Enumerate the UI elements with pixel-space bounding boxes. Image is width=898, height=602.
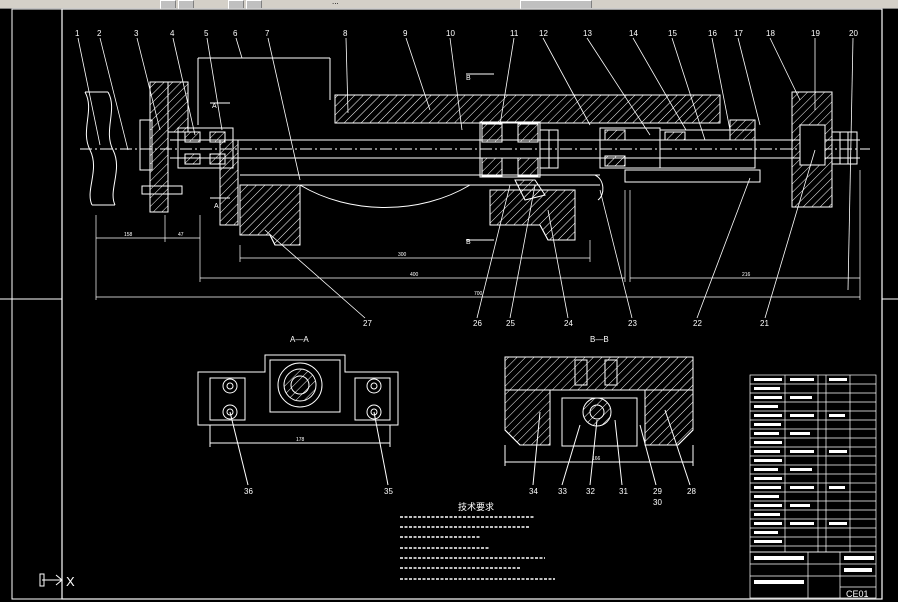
section-aa-view: A—A 178 36 35 [197, 335, 399, 496]
dimension-values: 158 47 300 400 700 216 [124, 232, 751, 297]
part-number: 32 [586, 487, 595, 496]
part-number: 16 [708, 29, 717, 38]
part-number: 27 [363, 319, 372, 328]
tech-requirements-title: 技术要求 [458, 501, 494, 512]
part-number: 8 [343, 29, 348, 38]
part-number: 22 [693, 319, 702, 328]
section-bb-label: B—B [590, 335, 609, 344]
part-number: 19 [811, 29, 820, 38]
part-number: 20 [849, 29, 858, 38]
part-number: 18 [766, 29, 775, 38]
part-number: 13 [583, 29, 592, 38]
part-number: 28 [687, 487, 696, 496]
dimension-text: 47 [178, 232, 184, 238]
part-number-row-bottom: 27 26 25 24 23 22 21 [363, 319, 769, 328]
section-markers: B B A A [212, 75, 471, 246]
parts-list-text-marks [754, 378, 874, 584]
dimension-text: 178 [296, 437, 305, 443]
part-number: 25 [506, 319, 515, 328]
leader-lines-bottom [264, 149, 816, 319]
part-number: 7 [265, 29, 270, 38]
part-number: 17 [734, 29, 743, 38]
dimension-text: 400 [410, 272, 419, 278]
part-number: 29 [653, 487, 662, 496]
part-number: 6 [233, 29, 238, 38]
dimension-text: 166 [592, 456, 601, 462]
part-number: 4 [170, 29, 175, 38]
parts-list-rows [750, 383, 876, 547]
technical-requirements: 技术要求 [400, 501, 555, 580]
section-marker-b: B [466, 75, 471, 82]
ucs-x-axis-label: X [66, 574, 75, 589]
part-number: 2 [97, 29, 102, 38]
section-marker-b: B [466, 239, 471, 246]
part-number: 23 [628, 319, 637, 328]
part-number: 5 [204, 29, 209, 38]
part-number: 34 [529, 487, 538, 496]
dimension-lines [95, 170, 861, 300]
part-number: 11 [510, 29, 519, 38]
part-number: 10 [446, 29, 455, 38]
section-bb-view: B—B 166 34 33 32 [504, 335, 696, 507]
part-number: 9 [403, 29, 408, 38]
ucs-icon [39, 573, 63, 587]
dimension-text: 158 [124, 232, 133, 238]
part-number: 14 [629, 29, 638, 38]
drawing-frame [61, 8, 883, 600]
section-marker-a: A [212, 103, 217, 110]
part-number: 30 [653, 498, 662, 507]
main-assembly-view [80, 57, 870, 246]
part-number: 26 [473, 319, 482, 328]
part-number: 21 [760, 319, 769, 328]
part-number: 3 [134, 29, 139, 38]
part-number: 35 [384, 487, 393, 496]
toolbar-text: ... [332, 0, 339, 6]
drawing-code: CE01 [846, 589, 869, 599]
section-marker-a: A [214, 203, 219, 210]
dimension-text: 700 [474, 291, 483, 297]
parts-list-table [749, 374, 877, 599]
part-number: 36 [244, 487, 253, 496]
part-number-row-top: 1 2 3 4 5 6 7 8 9 10 11 12 13 14 15 16 1… [75, 29, 858, 38]
part-number: 15 [668, 29, 677, 38]
dimension-text: 216 [742, 272, 751, 278]
dimension-text: 300 [398, 252, 407, 258]
section-aa-label: A—A [290, 335, 309, 344]
part-number: 24 [564, 319, 573, 328]
part-number: 31 [619, 487, 628, 496]
part-number: 1 [75, 29, 80, 38]
part-number: 12 [539, 29, 548, 38]
part-number: 33 [558, 487, 567, 496]
